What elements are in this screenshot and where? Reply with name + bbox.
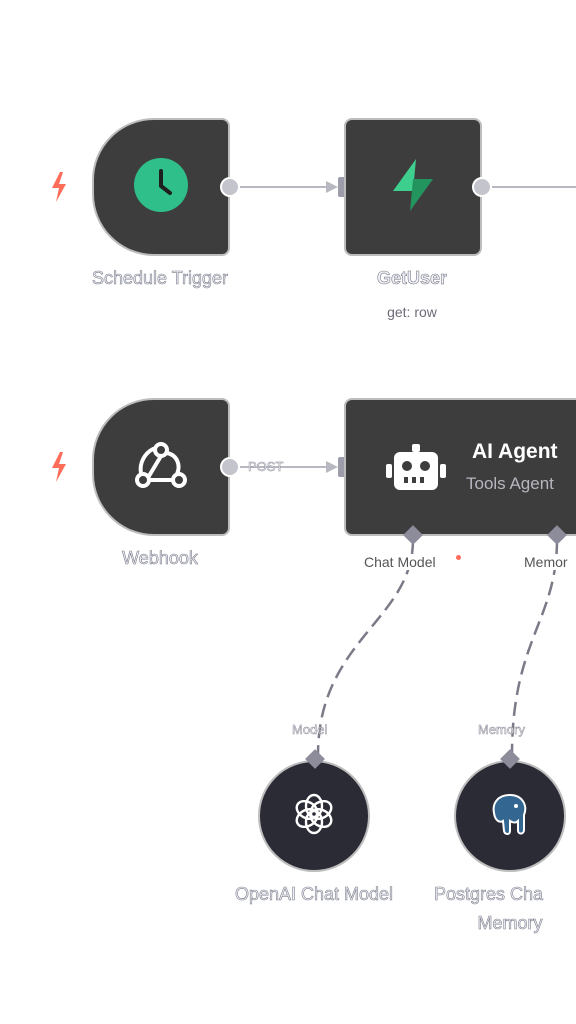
arrow-head-agent <box>326 461 338 473</box>
trigger-bolt-icon <box>50 172 68 206</box>
supabase-bolt-icon <box>385 157 441 218</box>
model-input-label: Model <box>292 722 328 738</box>
getuser-input-port[interactable] <box>338 177 348 197</box>
openai-icon <box>291 791 337 842</box>
ai-agent-title: AI Agent <box>472 440 558 463</box>
chat-model-port-label: Chat Model <box>364 554 436 570</box>
ai-agent-input-port[interactable] <box>338 457 348 477</box>
getuser-label: GetUser <box>376 268 448 289</box>
postgres-elephant-icon <box>488 791 532 842</box>
schedule-trigger-output-port[interactable] <box>220 177 240 197</box>
dashed-wire-chat-model <box>316 539 415 756</box>
ai-agent-node[interactable]: AI Agent Tools Agent <box>344 398 576 536</box>
clock-icon <box>133 157 189 218</box>
robot-icon <box>386 444 446 497</box>
post-method-label: POST <box>248 459 284 475</box>
getuser-node[interactable] <box>344 118 482 256</box>
webhook-label: Webhook <box>122 548 198 569</box>
memory-port-label: Memor <box>524 554 568 570</box>
webhook-output-port[interactable] <box>220 457 240 477</box>
postgres-chat-memory-node[interactable] <box>454 760 566 872</box>
memory-input-label: Memory <box>478 722 525 738</box>
required-indicator <box>456 555 461 560</box>
arrow-head-getuser <box>326 181 338 193</box>
schedule-trigger-label: Schedule Trigger <box>91 268 229 289</box>
ai-agent-subtitle: Tools Agent <box>466 474 554 493</box>
openai-chat-model-label: OpenAI Chat Model <box>234 884 394 905</box>
schedule-trigger-node[interactable] <box>92 118 230 256</box>
webhook-node[interactable] <box>92 398 230 536</box>
postgres-chat-memory-label-line1: Postgres Cha <box>434 884 544 905</box>
postgres-chat-memory-label-line2: Memory <box>477 913 543 934</box>
getuser-sublabel: get: row <box>387 304 437 320</box>
webhook-icon <box>131 435 191 500</box>
trigger-bolt-icon <box>50 452 68 486</box>
openai-chat-model-node[interactable] <box>258 760 370 872</box>
getuser-output-port[interactable] <box>472 177 492 197</box>
